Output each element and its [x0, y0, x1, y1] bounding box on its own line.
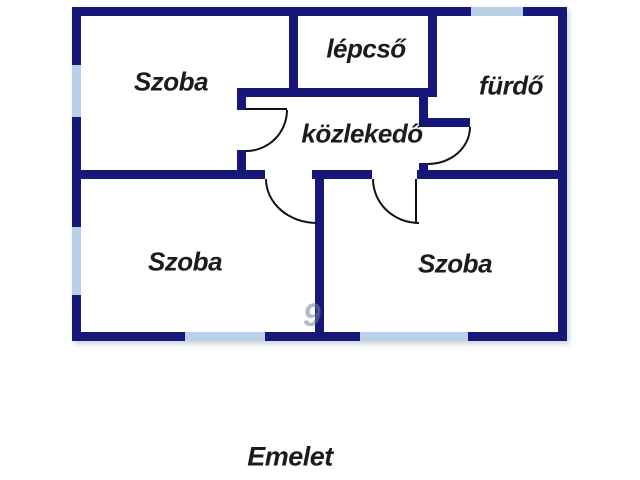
wall-mid-left: [72, 170, 265, 179]
wall-lepcso-right: [428, 16, 437, 97]
wall-furdo-divider-upper: [419, 97, 428, 127]
wall-kozlekedo-left-upper: [237, 97, 246, 110]
wall-kozlekedo-top: [237, 88, 437, 97]
room-label-kozlekedo: közlekedő: [301, 118, 423, 149]
door-leaf-szoba-top-left: [246, 108, 287, 110]
room-label-szoba-top-left: Szoba: [133, 66, 209, 97]
room-label-szoba-bottom-right: Szoba: [417, 248, 493, 279]
window-top-furdo: [471, 7, 523, 16]
window-left-top: [72, 65, 81, 117]
wall-lepcso-left: [289, 16, 298, 97]
room-label-lepcso: lépcső: [326, 33, 406, 64]
wall-kozlekedo-left-lower: [237, 150, 246, 179]
window-bottom-right: [360, 332, 468, 341]
room-label-szoba-bottom-left: Szoba: [147, 246, 223, 277]
wall-mid-right: [417, 170, 567, 179]
wall-furdo-door-stub: [419, 118, 470, 127]
wall-mid-center: [312, 170, 372, 179]
window-bottom-left: [185, 332, 265, 341]
watermark-fragment: 9: [303, 297, 321, 333]
window-left-bottom: [72, 227, 81, 295]
wall-between-bottom-rooms: [315, 179, 324, 341]
room-label-furdo: fürdő: [479, 70, 543, 101]
floor-caption: Emelet: [247, 441, 333, 472]
